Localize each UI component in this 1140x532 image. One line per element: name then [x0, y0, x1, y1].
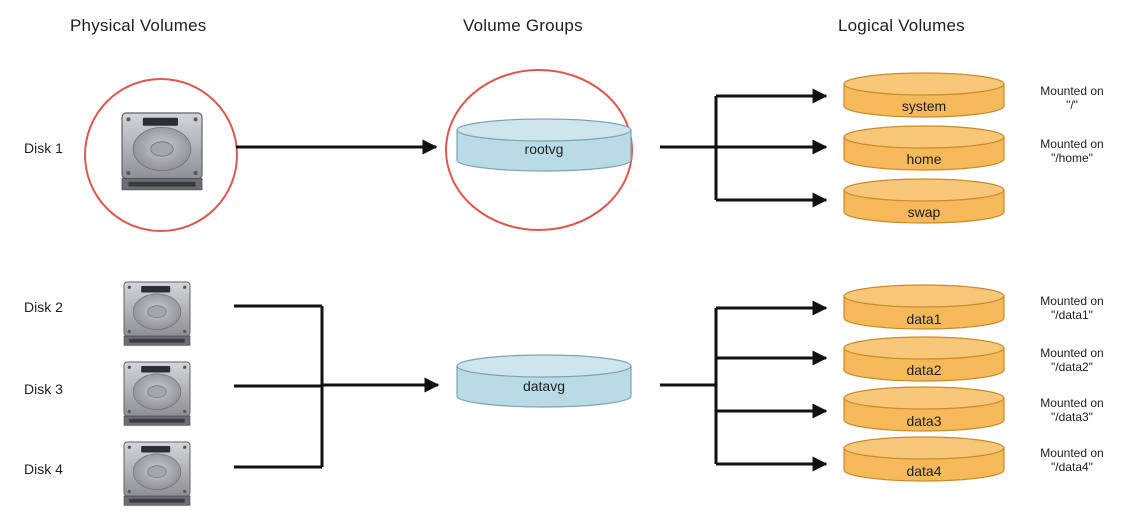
lv-label-data2: data2 [906, 362, 941, 378]
disk-1-highlight-circle [84, 78, 238, 232]
mount-path: "/data3" [1051, 410, 1093, 424]
disk-label-3: Disk 3 [24, 381, 63, 397]
mount-prefix: Mounted on [1040, 137, 1104, 151]
vg-cylinder-datavg: datavg [456, 354, 632, 408]
vg-label-rootvg: rootvg [525, 141, 564, 157]
mount-path: "/data4" [1051, 460, 1093, 474]
top-connectors [236, 88, 828, 208]
mount-note-data3: Mounted on "/data3" [1032, 396, 1112, 424]
rootvg-highlight-circle [445, 69, 633, 231]
mount-prefix: Mounted on [1040, 396, 1104, 410]
mount-note-system: Mounted on "/" [1032, 84, 1112, 112]
lv-label-home: home [906, 151, 941, 167]
mount-note-data1: Mounted on "/data1" [1032, 294, 1112, 322]
lv-label-swap: swap [908, 204, 941, 220]
lv-cylinder-home: home [843, 125, 1005, 171]
disk-2-hdd-icon [123, 281, 191, 347]
mount-path: "/data2" [1051, 360, 1093, 374]
lv-cylinder-system: system [843, 72, 1005, 118]
lv-label-system: system [902, 98, 946, 114]
disk-label-1: Disk 1 [24, 140, 63, 156]
header-logical-volumes: Logical Volumes [838, 16, 965, 35]
lv-cylinder-data1: data1 [843, 284, 1005, 330]
header-volume-groups: Volume Groups [463, 16, 583, 35]
mount-note-home: Mounted on "/home" [1032, 137, 1112, 165]
bottom-connectors [234, 300, 828, 472]
disk-3-hdd-icon [123, 361, 191, 427]
mount-prefix: Mounted on [1040, 84, 1104, 98]
disk-label-2: Disk 2 [24, 299, 63, 315]
disk-4-hdd-icon [123, 441, 191, 507]
mount-prefix: Mounted on [1040, 346, 1104, 360]
mount-prefix: Mounted on [1040, 294, 1104, 308]
mount-path: "/home" [1051, 151, 1093, 165]
lv-cylinder-data3: data3 [843, 386, 1005, 432]
disk-label-4: Disk 4 [24, 461, 63, 477]
lv-label-data4: data4 [906, 463, 941, 479]
lv-cylinder-data4: data4 [843, 436, 1005, 482]
mount-note-data2: Mounted on "/data2" [1032, 346, 1112, 374]
mount-path: "/" [1066, 98, 1078, 112]
mount-prefix: Mounted on [1040, 446, 1104, 460]
header-physical-volumes: Physical Volumes [70, 16, 207, 35]
lv-label-data1: data1 [906, 311, 941, 327]
mount-note-data4: Mounted on "/data4" [1032, 446, 1112, 474]
lv-label-data3: data3 [906, 413, 941, 429]
vg-cylinder-rootvg: rootvg [456, 118, 632, 172]
lv-cylinder-swap: swap [843, 178, 1005, 224]
disk-1-hdd-icon [121, 112, 203, 191]
lv-cylinder-data2: data2 [843, 336, 1005, 382]
vg-label-datavg: datavg [523, 378, 565, 394]
mount-path: "/data1" [1051, 308, 1093, 322]
